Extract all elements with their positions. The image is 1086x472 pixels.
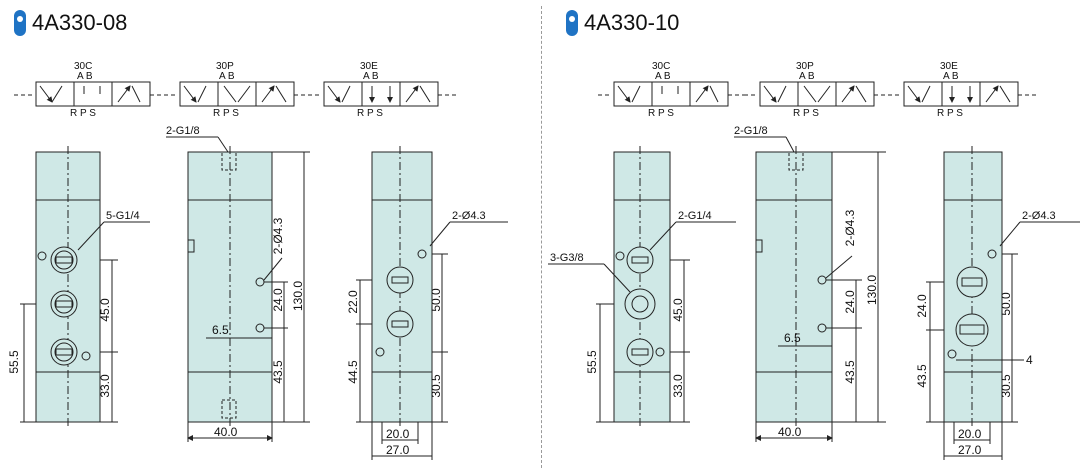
left-symbol-30e: 30E A B R P S bbox=[308, 61, 456, 119]
symbol-code: 30P bbox=[796, 61, 814, 72]
right-end-view: 2-Ø4.3 50.0 30.5 4 24.0 43.5 20.0 27.0 bbox=[915, 146, 1080, 460]
panel-divider bbox=[541, 6, 542, 468]
top-port-label: 2-G1/8 bbox=[734, 125, 768, 137]
right-side-view: 2-G1/8 130.0 24.0 43.5 2-Ø4.3 6.5 40.0 bbox=[734, 125, 886, 442]
right-front-view: 2-G1/4 3-G3/8 45.0 33.0 55.5 bbox=[548, 146, 736, 428]
dim-label: 22.0 bbox=[346, 290, 360, 314]
left-title: 4A330-08 bbox=[32, 10, 128, 35]
dim-label: 20.0 bbox=[958, 427, 982, 441]
symbol-bottom-label: R P S bbox=[70, 108, 96, 119]
symbol-code: 30E bbox=[360, 61, 378, 72]
title-bullet-icon bbox=[566, 10, 578, 36]
dim-label: 27.0 bbox=[386, 443, 410, 457]
dim-label: 44.5 bbox=[346, 360, 360, 384]
symbol-code: 30C bbox=[74, 61, 92, 72]
dim-label: 33.0 bbox=[671, 374, 685, 398]
dim-label: 50.0 bbox=[999, 292, 1013, 316]
left-symbol-30c: 30C A B R P S bbox=[14, 61, 168, 119]
dim-label: 30.5 bbox=[429, 374, 443, 398]
dim-label: 130.0 bbox=[865, 275, 879, 305]
left-title-block: 4A330-08 bbox=[14, 10, 127, 36]
symbol-bottom-label: R P S bbox=[793, 108, 819, 119]
symbol-top-label: A B bbox=[77, 71, 93, 82]
dim-label: 43.5 bbox=[271, 360, 285, 384]
left-front-view: 5-G1/4 45.0 33.0 55.5 bbox=[7, 146, 150, 428]
symbol-bottom-label: R P S bbox=[213, 108, 239, 119]
right-symbol-30p: 30P A B R P S bbox=[744, 61, 890, 119]
dim-label: 33.0 bbox=[98, 374, 112, 398]
symbol-bottom-label: R P S bbox=[937, 108, 963, 119]
dim-label: 55.5 bbox=[585, 350, 599, 374]
dim-label: 50.0 bbox=[429, 288, 443, 312]
dim-label: 6.5 bbox=[784, 331, 801, 345]
hole-label: 2-Ø4.3 bbox=[1022, 210, 1056, 222]
right-symbol-30e: 30E A B R P S bbox=[888, 61, 1036, 119]
port2-label: 3-G3/8 bbox=[550, 252, 584, 264]
top-port-label: 2-G1/8 bbox=[166, 125, 200, 137]
symbol-top-label: A B bbox=[943, 71, 959, 82]
port-label: 5-G1/4 bbox=[106, 210, 140, 222]
dim-label: 27.0 bbox=[958, 443, 982, 457]
dim-label: 2-Ø4.3 bbox=[271, 217, 285, 254]
hole-label: 2-Ø4.3 bbox=[452, 210, 486, 222]
dim-label: 55.5 bbox=[7, 350, 21, 374]
dim-label: 40.0 bbox=[214, 425, 238, 439]
symbol-top-label: A B bbox=[655, 71, 671, 82]
dim-label: 130.0 bbox=[291, 281, 305, 311]
dim-label: 24.0 bbox=[915, 294, 929, 318]
symbol-top-label: A B bbox=[799, 71, 815, 82]
dim-label: 24.0 bbox=[271, 288, 285, 312]
symbol-code: 30P bbox=[216, 61, 234, 72]
dim-label: 30.5 bbox=[999, 374, 1013, 398]
right-title: 4A330-10 bbox=[584, 10, 680, 35]
right-title-block: 4A330-10 bbox=[566, 10, 679, 36]
left-symbol-30p: 30P A B R P S bbox=[164, 61, 312, 119]
dim-label: 6.5 bbox=[212, 323, 229, 337]
dim-label: 24.0 bbox=[843, 290, 857, 314]
dim-label: 40.0 bbox=[778, 425, 802, 439]
dim-label: 45.0 bbox=[671, 298, 685, 322]
symbol-top-label: A B bbox=[219, 71, 235, 82]
left-side-view: 2-G1/8 130.0 24.0 43.5 2-Ø4.3 6.5 40.0 bbox=[166, 125, 310, 442]
port-label: 2-G1/4 bbox=[678, 210, 712, 222]
dim-label: 43.5 bbox=[915, 364, 929, 388]
symbol-bottom-label: R P S bbox=[357, 108, 383, 119]
four-label: 4 bbox=[1026, 353, 1033, 367]
right-symbol-30c: 30C A B R P S bbox=[598, 61, 744, 119]
title-bullet-icon bbox=[14, 10, 26, 36]
dim-label: 2-Ø4.3 bbox=[843, 209, 857, 246]
dim-label: 20.0 bbox=[386, 427, 410, 441]
dim-label: 45.0 bbox=[98, 298, 112, 322]
left-end-view: 2-Ø4.3 50.0 30.5 22.0 44.5 20.0 27.0 bbox=[346, 146, 508, 460]
symbol-code: 30C bbox=[652, 61, 670, 72]
symbol-bottom-label: R P S bbox=[648, 108, 674, 119]
symbol-code: 30E bbox=[940, 61, 958, 72]
dim-label: 43.5 bbox=[843, 360, 857, 384]
symbol-top-label: A B bbox=[363, 71, 379, 82]
